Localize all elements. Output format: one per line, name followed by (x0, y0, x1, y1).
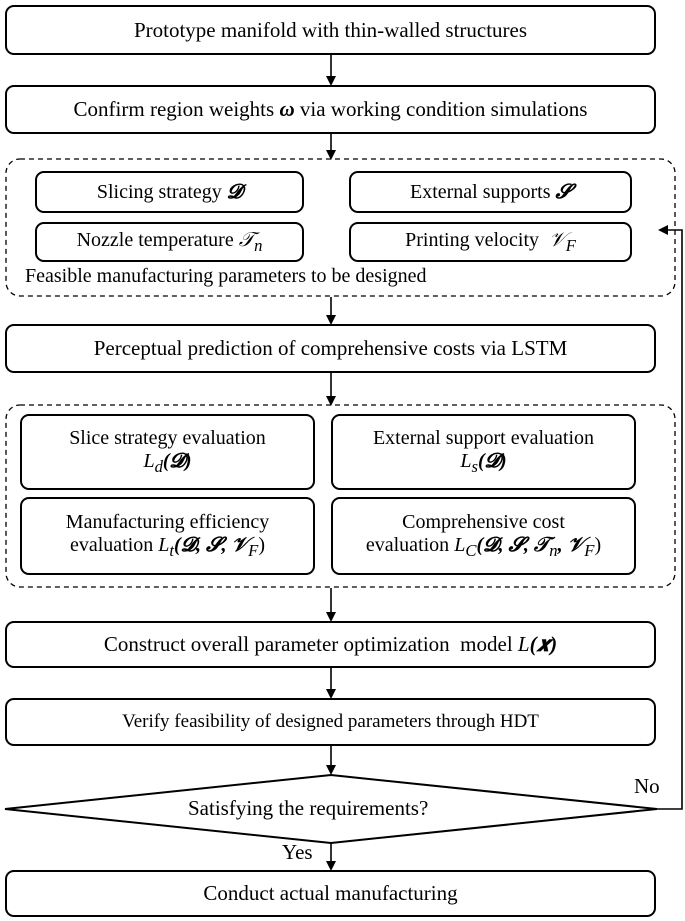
construct-model-box: Construct overall parameter optimization… (5, 621, 656, 668)
external-supports-label: External supports 𝓢 (409, 180, 571, 203)
decision-diamond (4, 773, 658, 845)
nozzle-temperature-label: Nozzle temperature 𝒯n (76, 228, 263, 255)
support-evaluation-box: External support evaluation Ls(𝓓) (331, 414, 636, 490)
yes-edge-label: Yes (282, 840, 313, 864)
efficiency-evaluation-title: Manufacturing efficiency (65, 511, 270, 534)
nozzle-temperature-box: Nozzle temperature 𝒯n (35, 222, 304, 262)
perceptual-prediction-box: Perceptual prediction of comprehensive c… (5, 324, 656, 373)
cost-evaluation-box: Comprehensive cost evaluation LC(𝓓, 𝓢, 𝒯… (331, 497, 636, 575)
printing-velocity-box: Printing velocity 𝒱F (349, 222, 632, 262)
external-supports-box: External supports 𝓢 (349, 171, 632, 213)
omega-symbol: ω (279, 97, 295, 122)
prototype-box: Prototype manifold with thin-walled stru… (5, 5, 656, 55)
cost-evaluation-formula: evaluation LC(𝓓, 𝓢, 𝒯n, 𝒱F) (365, 534, 602, 561)
conduct-manufacturing-label: Conduct actual manufacturing (203, 881, 458, 906)
support-evaluation-title: External support evaluation (372, 427, 595, 450)
edge-no-feedback (657, 225, 683, 810)
verify-feasibility-box: Verify feasibility of designed parameter… (5, 698, 656, 746)
efficiency-evaluation-box: Manufacturing efficiency evaluation Lt(𝓓… (20, 497, 315, 575)
conduct-manufacturing-box: Conduct actual manufacturing (5, 870, 656, 917)
decision-label: Satisfying the requirements? (188, 796, 429, 820)
perceptual-prediction-label: Perceptual prediction of comprehensive c… (93, 336, 568, 361)
efficiency-evaluation-formula: evaluation Lt(𝓓, 𝓢, 𝒱F) (69, 534, 266, 561)
parameters-group-caption: Feasible manufacturing parameters to be … (25, 265, 427, 287)
no-edge-label: No (634, 774, 660, 798)
verify-feasibility-label: Verify feasibility of designed parameter… (122, 711, 539, 733)
cost-evaluation-title: Comprehensive cost (402, 511, 565, 534)
slicing-strategy-label: Slicing strategy 𝓓 (96, 180, 243, 203)
slice-evaluation-formula: Ld(𝓓) (143, 450, 192, 477)
slice-evaluation-box: Slice strategy evaluation Ld(𝓓) (20, 414, 315, 490)
confirm-weights-label: Confirm region weights ω via working con… (73, 97, 588, 122)
evaluation-group-border (5, 404, 676, 588)
slice-evaluation-title: Slice strategy evaluation (69, 427, 266, 450)
support-evaluation-formula: Ls(𝓓) (460, 450, 507, 477)
construct-model-label: Construct overall parameter optimization… (103, 632, 558, 657)
prototype-label: Prototype manifold with thin-walled stru… (133, 17, 528, 42)
confirm-weights-box: Confirm region weights ω via working con… (5, 85, 656, 134)
slicing-strategy-box: Slicing strategy 𝓓 (35, 171, 304, 213)
printing-velocity-label: Printing velocity 𝒱F (405, 228, 576, 255)
